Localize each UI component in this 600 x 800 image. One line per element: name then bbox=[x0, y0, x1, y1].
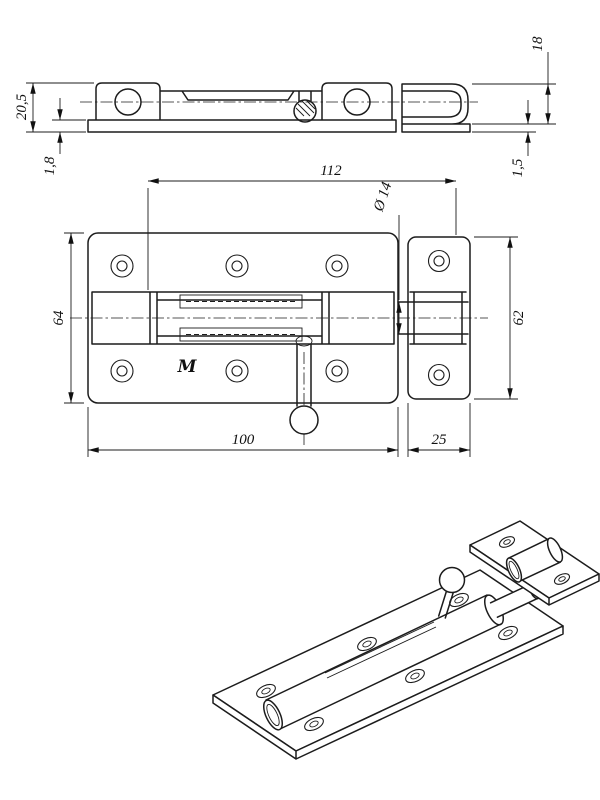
dim-keeper-height-label: 18 bbox=[530, 36, 546, 52]
iso-knob-ball bbox=[438, 566, 466, 594]
dim-overall-height-label: 20,5 bbox=[14, 93, 30, 120]
plan-barrel-housing bbox=[91, 291, 469, 345]
side-extension-lines bbox=[26, 52, 556, 133]
knob-base bbox=[295, 335, 313, 347]
dim-keeper-plate-width-label: 25 bbox=[432, 432, 448, 448]
side-view: 20,5 1,8 18 1,5 bbox=[14, 36, 556, 177]
side-left-guide-circle bbox=[114, 88, 142, 116]
dim-plate-width-label: 100 bbox=[232, 432, 255, 448]
iso-barrel-mouth bbox=[262, 699, 284, 731]
dim-keeper-plate-height-label: 62 bbox=[511, 310, 527, 326]
plan-keeper-outline bbox=[407, 236, 471, 400]
iso-barrel-slot bbox=[324, 621, 437, 679]
iso-knob bbox=[437, 566, 466, 619]
plan-centerline bbox=[70, 317, 488, 445]
side-keeper-outline bbox=[401, 83, 471, 133]
plan-view: 112 Ø 14 64 62 100 25 M bbox=[51, 163, 527, 457]
dim-plate-height-label: 64 bbox=[51, 310, 67, 326]
iso-keeper-holes bbox=[498, 536, 571, 585]
plan-dimension-lines bbox=[68, 178, 513, 453]
iso-keeper bbox=[469, 520, 600, 606]
iso-barrel-silhouette bbox=[265, 594, 502, 730]
iso-keeper-tube-mouth-inner bbox=[508, 560, 520, 580]
plan-screw-holes bbox=[110, 249, 451, 387]
isometric-view bbox=[212, 520, 600, 760]
plan-knob bbox=[289, 335, 319, 435]
side-right-guide-circle bbox=[343, 88, 371, 116]
iso-keeper-tube-far-end bbox=[546, 537, 564, 563]
side-view-outline bbox=[87, 82, 397, 133]
knob-ball bbox=[289, 405, 319, 435]
plan-extension-lines bbox=[64, 188, 518, 457]
side-barrel-circles bbox=[114, 88, 371, 123]
dim-rod-diameter-label: Ø 14 bbox=[371, 180, 396, 215]
iso-plate-thickness bbox=[212, 625, 564, 760]
dim-base-thickness-label: 1,8 bbox=[42, 156, 58, 175]
manufacturer-mark: M bbox=[177, 357, 198, 377]
iso-keeper-tube bbox=[507, 537, 561, 583]
knob-hatch bbox=[295, 100, 316, 117]
knob-shaft bbox=[296, 343, 312, 407]
iso-barrel-mouth-inner bbox=[266, 703, 280, 727]
side-dimension-lines bbox=[30, 83, 551, 156]
side-knob-circle bbox=[293, 99, 317, 123]
iso-keeper-tube-mouth bbox=[505, 557, 523, 583]
plan-slots bbox=[179, 294, 303, 342]
dim-bolt-length-label: 112 bbox=[320, 163, 342, 179]
dim-keeper-thickness-label: 1,5 bbox=[510, 158, 526, 177]
